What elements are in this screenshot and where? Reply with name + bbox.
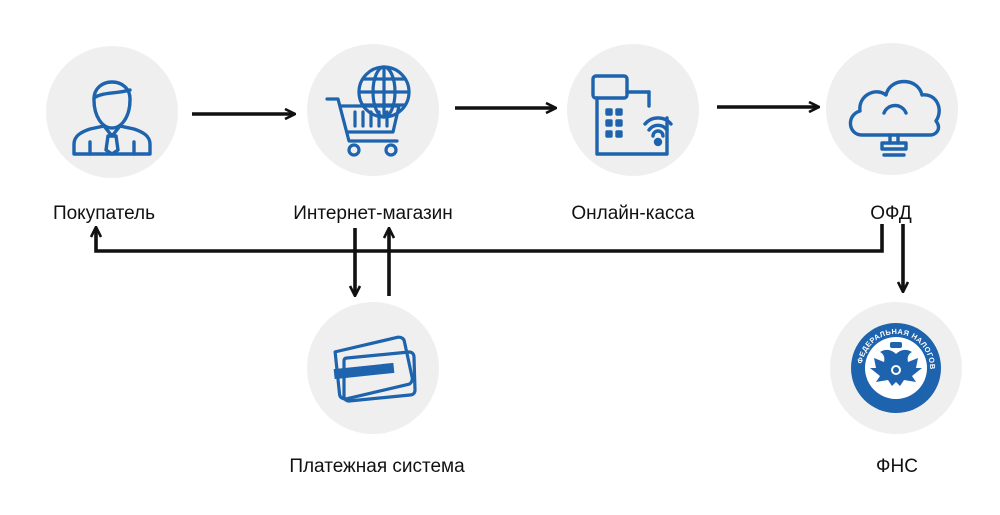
cash-register-icon (591, 74, 673, 156)
credit-card-icon (333, 335, 417, 403)
node-label-ofd: ОФД (870, 203, 912, 224)
node-label-payment: Платежная система (289, 456, 465, 477)
node-shop (307, 44, 439, 176)
node-kassa (567, 44, 699, 176)
node-fns: ФЕДЕРАЛЬНАЯ НАЛОГОВАЯ СЛУЖБА (830, 302, 962, 434)
cloud-server-icon (848, 79, 941, 157)
user-icon (72, 80, 152, 156)
shopping-cart-globe-icon (325, 65, 411, 157)
node-payment (307, 302, 439, 434)
fns-emblem-icon: ФЕДЕРАЛЬНАЯ НАЛОГОВАЯ СЛУЖБА (830, 302, 941, 413)
node-label-kassa: Онлайн-касса (571, 203, 695, 224)
node-label-buyer: Покупатель (52, 203, 156, 224)
node-label-fns: ФНС (876, 456, 918, 477)
node-label-shop: Интернет-магазин (293, 203, 453, 224)
node-buyer (46, 46, 178, 178)
arrow-ofd-to-buyer (96, 224, 884, 253)
node-ofd (826, 43, 958, 175)
